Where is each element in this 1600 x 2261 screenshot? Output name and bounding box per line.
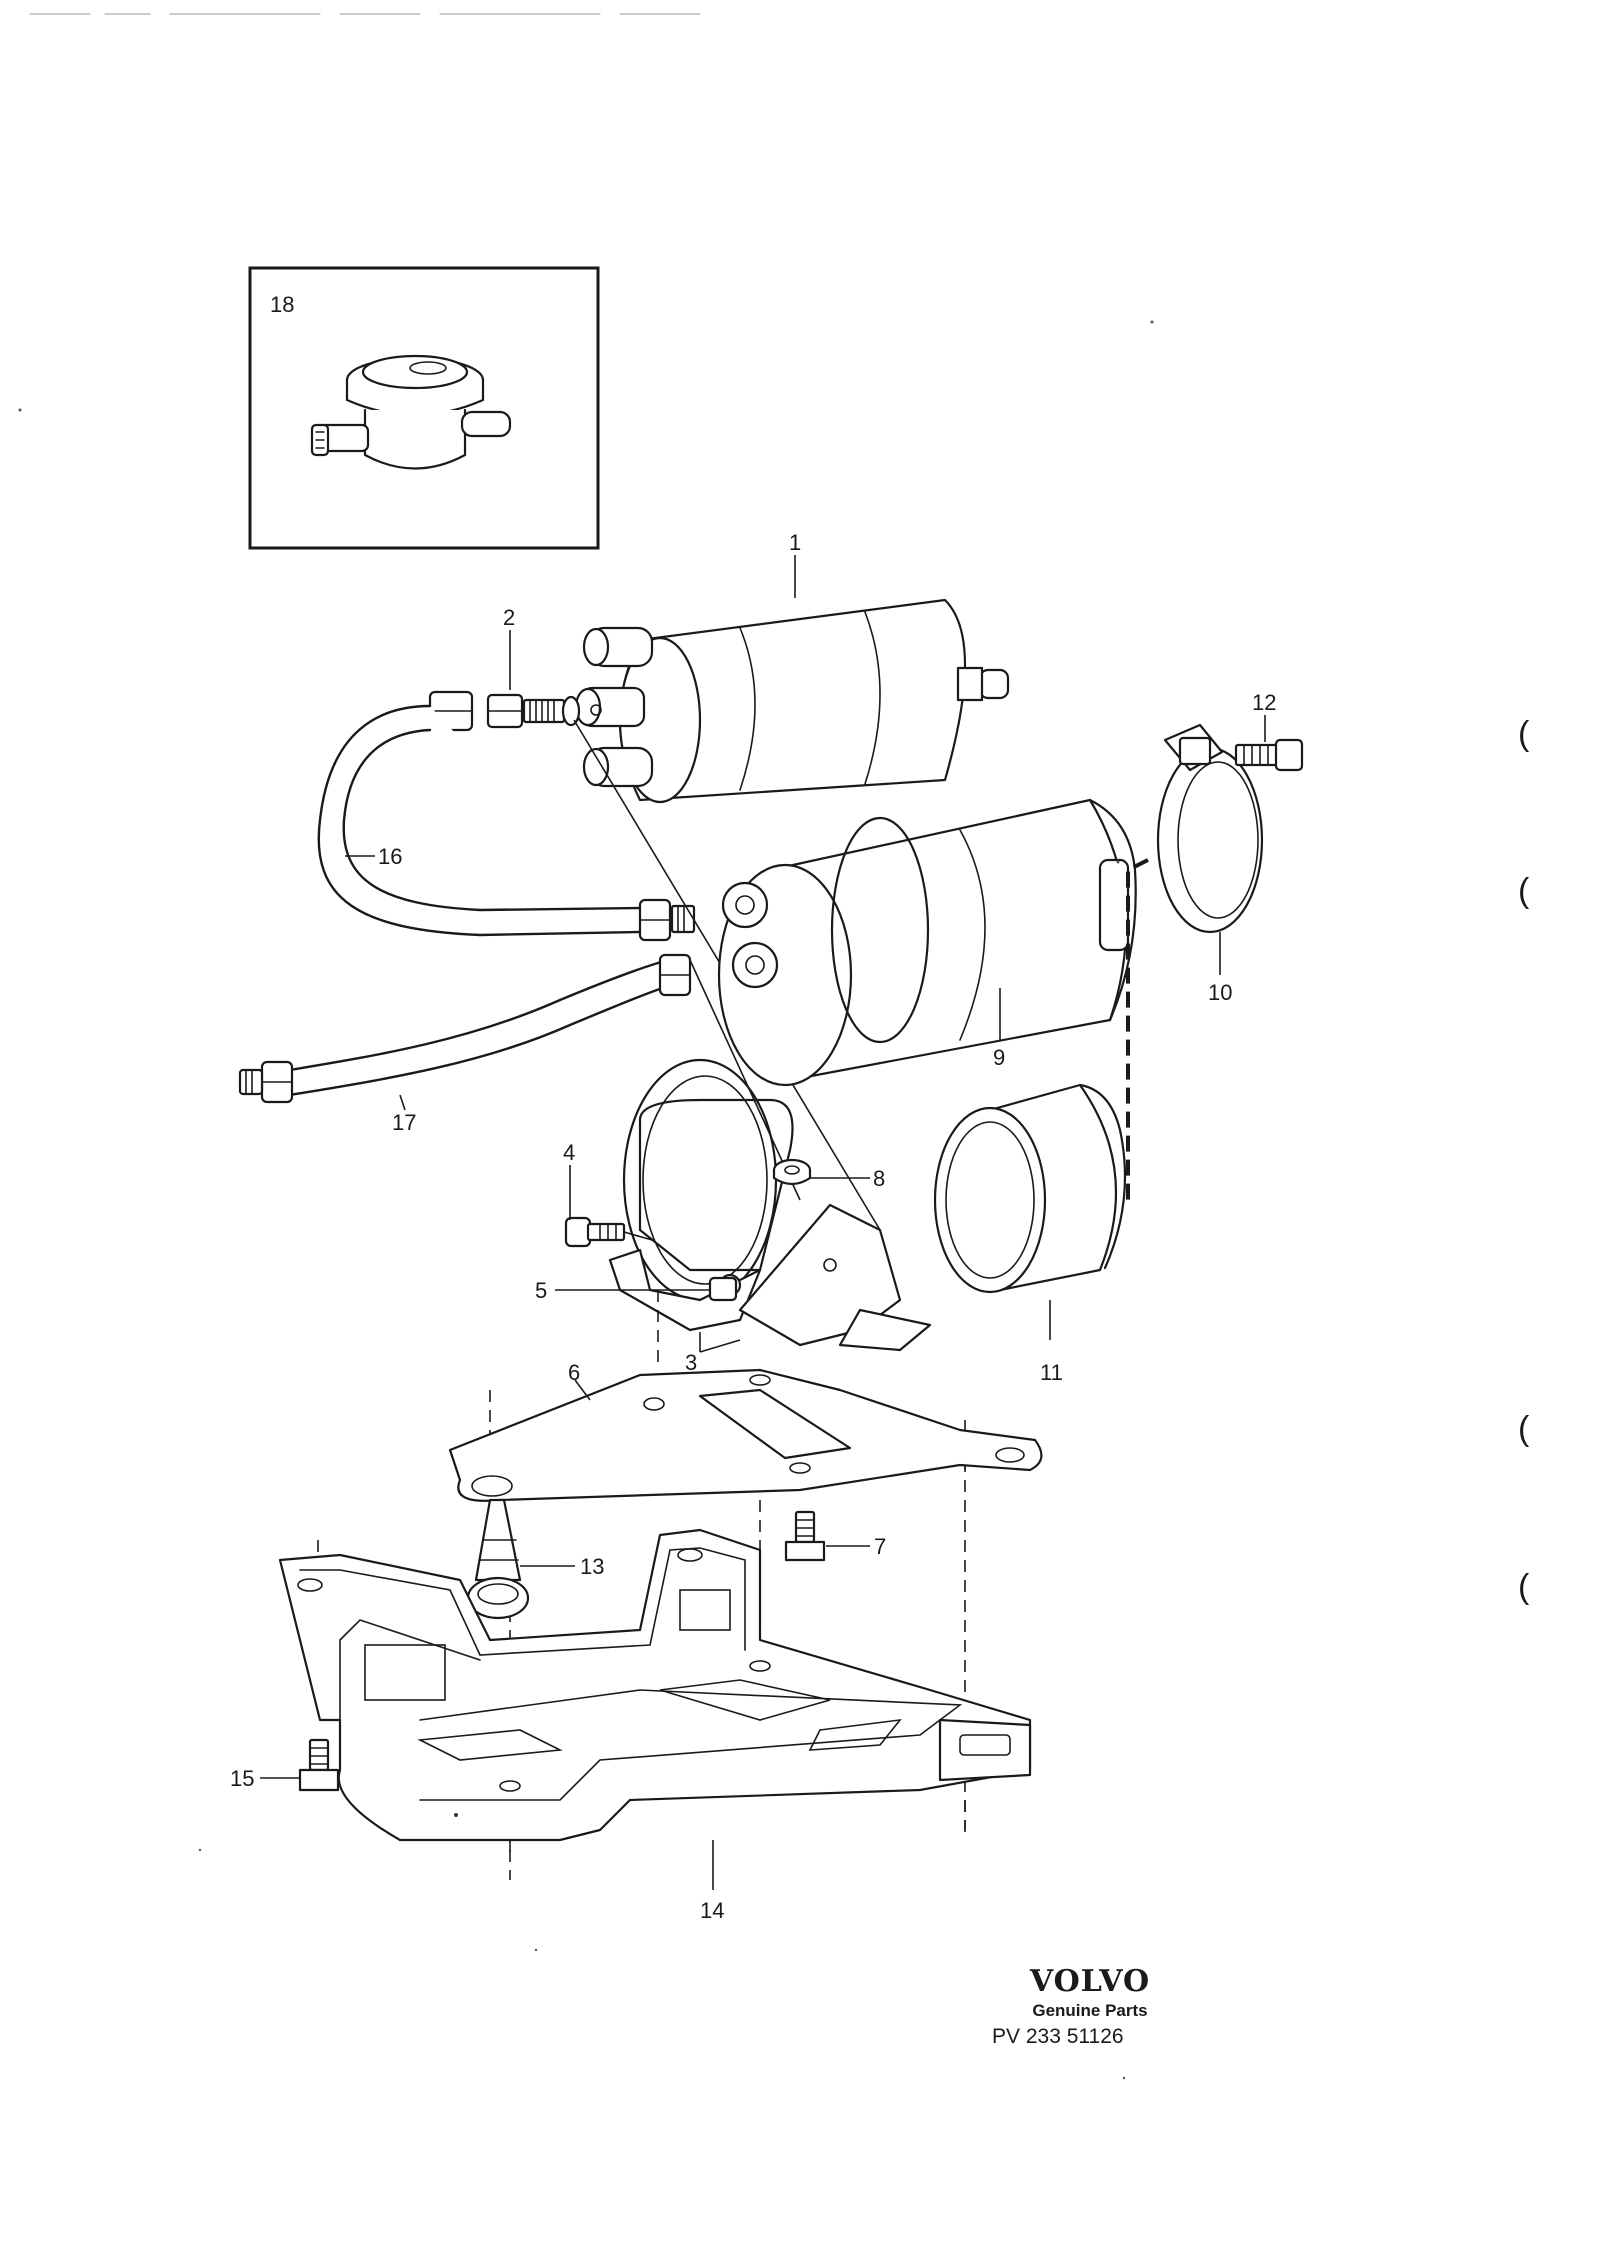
bolt-part-4 bbox=[564, 1216, 653, 1248]
callout-4: 4 bbox=[563, 1140, 575, 1165]
callout-10: 10 bbox=[1208, 980, 1232, 1005]
callout-6: 6 bbox=[568, 1360, 580, 1385]
mounting-plate-part-6 bbox=[448, 1368, 1043, 1502]
callout-2: 2 bbox=[503, 605, 515, 630]
fuel-hose-part-16 bbox=[317, 704, 696, 942]
brand-block: VOLVO Genuine Parts PV 233 51126 bbox=[992, 1964, 1180, 2051]
callouts: 18 1 2 12 16 10 9 17 4 8 5 11 3 6 7 13 1… bbox=[230, 292, 1276, 1923]
union-nut-part-2 bbox=[428, 690, 581, 732]
margin-marks: ( ( ( ( bbox=[1518, 715, 1530, 1606]
callout-17: 17 bbox=[392, 1110, 416, 1135]
callout-18: 18 bbox=[270, 292, 294, 317]
base-bracket-part-14 bbox=[278, 1528, 1032, 1842]
callout-13: 13 bbox=[580, 1554, 604, 1579]
fuel-hose-part-17 bbox=[238, 953, 692, 1104]
callout-1: 1 bbox=[789, 530, 801, 555]
fuel-accumulator-part-9 bbox=[717, 798, 1137, 1087]
mounting-bracket-part-3 bbox=[608, 1058, 932, 1352]
callout-5: 5 bbox=[535, 1278, 547, 1303]
screw-part-7 bbox=[784, 1510, 826, 1562]
callout-11: 11 bbox=[1040, 1360, 1063, 1385]
scan-specks bbox=[18, 320, 1154, 2080]
margin-mark: ( bbox=[1518, 872, 1530, 910]
rubber-sleeve-part-11 bbox=[933, 1083, 1127, 1294]
screw-part-15 bbox=[298, 1738, 340, 1792]
margin-mark: ( bbox=[1518, 1568, 1530, 1606]
margin-mark: ( bbox=[1518, 715, 1530, 753]
margin-mark: ( bbox=[1518, 1410, 1530, 1448]
nut-part-5 bbox=[708, 1276, 738, 1302]
callout-16: 16 bbox=[378, 844, 402, 869]
part-reference-number: PV 233 51126 bbox=[992, 2025, 1124, 2048]
brand-tagline: Genuine Parts bbox=[1032, 2001, 1148, 2020]
volvo-logo: VOLVO bbox=[1029, 1964, 1151, 1999]
callout-8: 8 bbox=[873, 1166, 885, 1191]
callout-12: 12 bbox=[1252, 690, 1276, 715]
bolt-part-12 bbox=[1234, 738, 1304, 772]
inset-box-part-18 bbox=[248, 266, 600, 550]
callout-7: 7 bbox=[874, 1534, 886, 1559]
leader-lines bbox=[260, 555, 1266, 1890]
callout-3: 3 bbox=[685, 1350, 697, 1375]
fuel-pump-part-1 bbox=[574, 598, 1010, 804]
clamp-ring-part-10 bbox=[1156, 723, 1264, 934]
callout-14: 14 bbox=[700, 1898, 724, 1923]
callout-15: 15 bbox=[230, 1766, 254, 1791]
rubber-buffer-part-13 bbox=[466, 1498, 530, 1620]
nut-part-8 bbox=[772, 1158, 812, 1186]
callout-9: 9 bbox=[993, 1045, 1005, 1070]
vacuum-valve-part-18 bbox=[310, 354, 512, 470]
